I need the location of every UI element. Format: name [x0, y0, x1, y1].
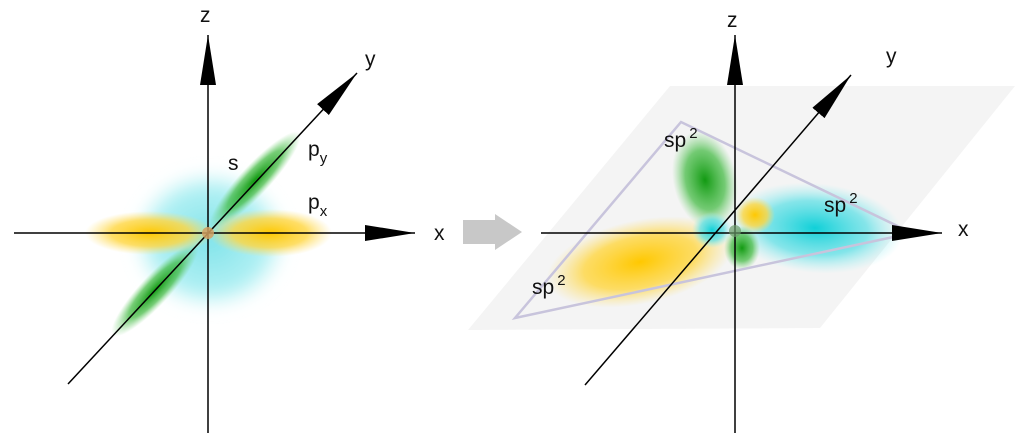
right-arrow-icon: [463, 214, 522, 250]
px-label: px: [308, 191, 328, 220]
left-panel: z y x s py px: [14, 4, 445, 433]
y-axis-label: y: [886, 45, 897, 68]
y-axis: [584, 74, 852, 386]
z-axis-label: z: [200, 4, 211, 27]
small-lobe-cyan: [692, 212, 732, 248]
nucleus: [729, 225, 741, 237]
x-axis-label: x: [434, 222, 445, 245]
py-orbital-lobe-upper: [209, 131, 301, 229]
y-axis: [67, 72, 358, 385]
sp2-orbital-yellow: [546, 216, 734, 308]
x-axis-label: x: [958, 218, 969, 241]
s-label: s: [228, 152, 239, 175]
py-label: py: [308, 138, 328, 167]
sp2-triangle: [511, 120, 916, 320]
small-lobe-yellow: [735, 197, 775, 233]
nucleus: [202, 227, 214, 239]
small-lobe-green: [724, 226, 760, 270]
z-axis-label: z: [727, 9, 738, 32]
y-axis-label: y: [365, 48, 376, 71]
sp2-orbital-green: [672, 130, 738, 230]
